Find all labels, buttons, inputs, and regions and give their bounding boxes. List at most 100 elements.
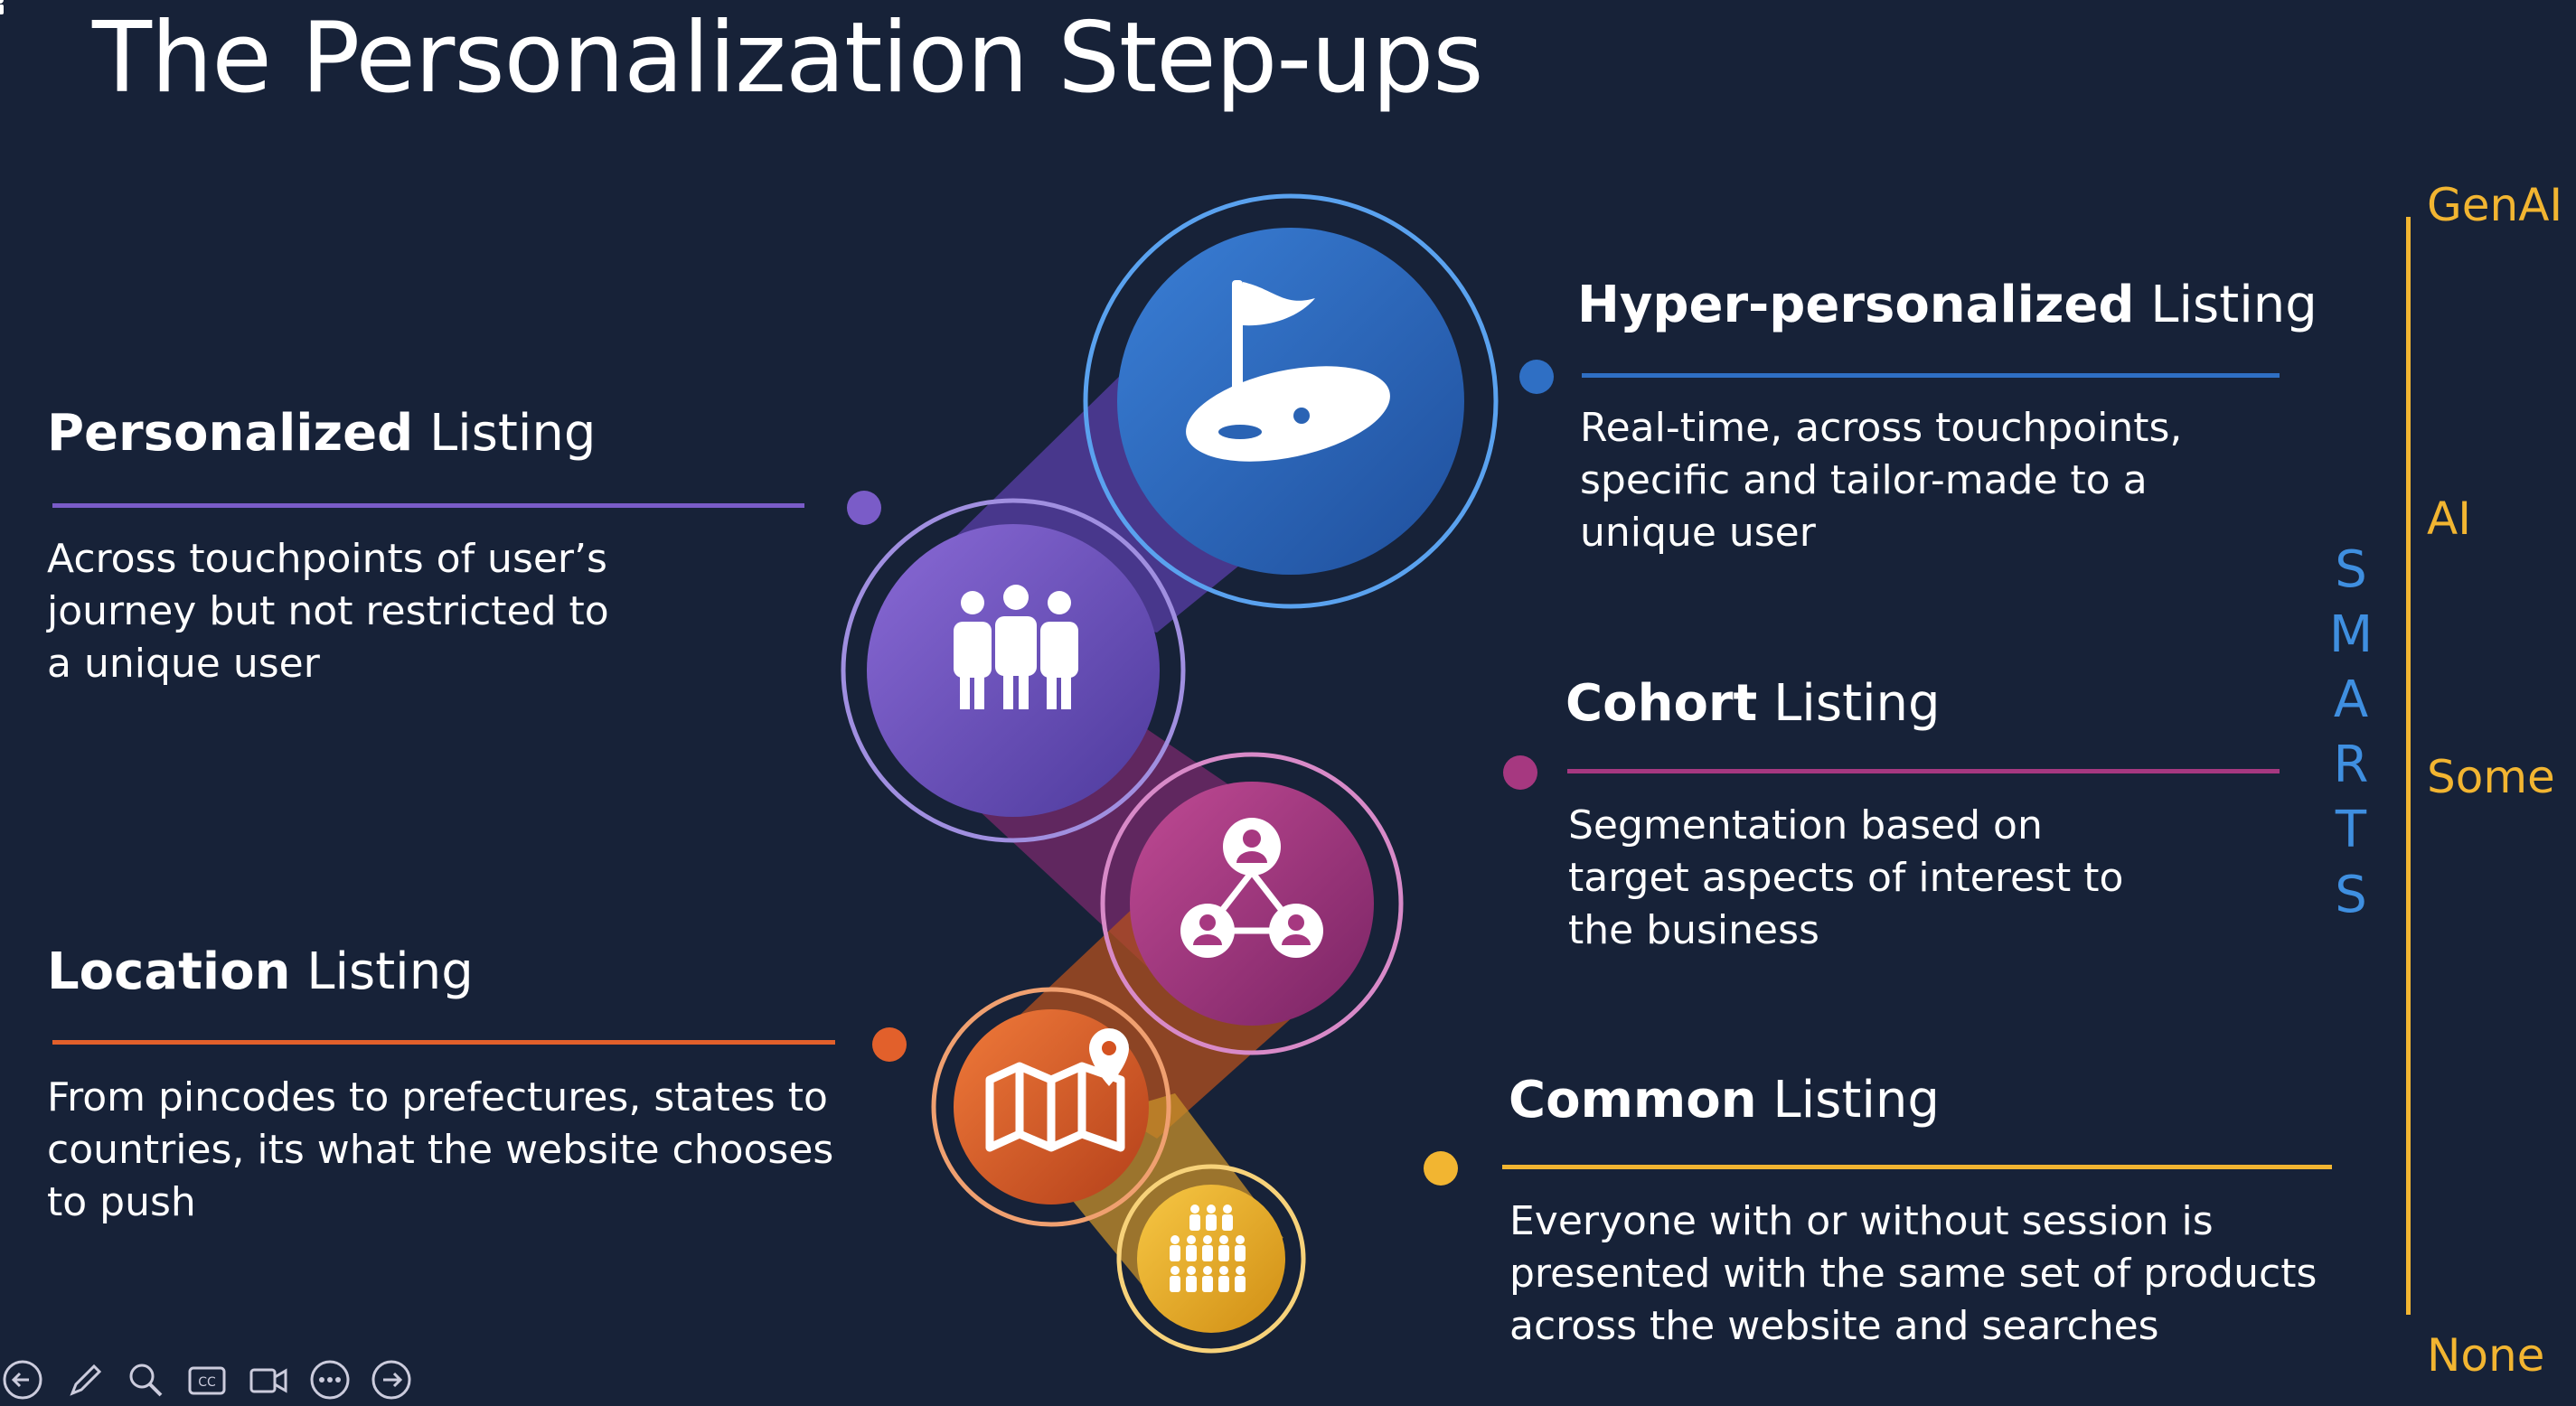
crowd-person-head [1187,1266,1196,1275]
rule-personalized [52,503,804,508]
crowd-person-body [1202,1276,1213,1292]
hyper-line-3: unique user [1580,510,1816,556]
personalized-description: Across touchpoints of user’s journey but… [47,533,609,690]
common-line-2: presented with the same set of products [1509,1251,2317,1297]
blue-ring [1083,193,1499,609]
crowd-person-head [1170,1266,1180,1275]
crowd-person-head [1219,1266,1228,1275]
common-description: Everyone with or without session is pres… [1509,1195,2317,1353]
crowd-person-body [1222,1214,1233,1231]
crowd-person-head [1236,1266,1245,1275]
crowd-person-body [1189,1214,1200,1231]
more-options-icon[interactable] [307,1357,353,1402]
personalized-heading-bold: Personalized [47,404,414,463]
location-line-3: to push [47,1179,196,1225]
cohort-heading-bold: Cohort [1565,674,1758,733]
crowd-person-head [1170,1235,1180,1244]
magnifier-icon[interactable] [123,1357,168,1402]
scale-label-none: None [2427,1329,2545,1382]
crowd-person-head [1203,1266,1212,1275]
rule-location [52,1040,835,1045]
crowd-person-body [1235,1276,1246,1292]
common-heading: Common Listing [1509,1069,1940,1132]
connected-users-network-icon [1180,818,1323,958]
personalized-heading-rest: Listing [413,404,597,463]
crowd-person-body [1218,1245,1229,1261]
hyper-description: Real-time, across touchpoints, specific … [1580,402,2182,559]
smarts-letter-t: T [2335,801,2367,859]
scale-axis-line [2406,217,2411,1315]
dot-hyper [1519,360,1554,394]
golf-flag-icon [1186,280,1390,462]
crowd-person-body [1218,1276,1229,1292]
orange-ring [931,987,1171,1227]
group-of-three-people-icon [954,585,1078,709]
forward-arrow-icon[interactable] [369,1357,414,1402]
rule-common [1502,1165,2332,1169]
crowd-person-body [1170,1276,1180,1292]
crowd-person-body [1206,1214,1217,1231]
cohort-line-3: the business [1568,907,1819,953]
personalized-line-3: a unique user [47,641,320,687]
cohort-line-1: Segmentation based on [1568,802,2043,848]
crowd-person-body [1235,1245,1246,1261]
crowd-figures [1170,1204,1246,1292]
scale-label-some: Some [2427,751,2555,803]
rule-cohort [1567,769,2280,773]
purple-ring [841,498,1186,843]
cohort-description: Segmentation based on target aspects of … [1568,800,2123,957]
crowd-person-head [1219,1235,1228,1244]
common-heading-bold: Common [1509,1071,1757,1129]
crowd-person-body [1186,1245,1197,1261]
scale-label-ai: AI [2427,492,2471,545]
personalized-line-2: journey but not restricted to [47,588,609,634]
location-heading: Location Listing [47,941,474,1004]
hyper-heading-rest: Listing [2134,276,2317,334]
crowd-person-head [1203,1235,1212,1244]
location-description: From pincodes to prefectures, states to … [47,1072,833,1229]
crowd-person-body [1186,1276,1197,1292]
crowd-person-head [1236,1235,1245,1244]
location-line-1: From pincodes to prefectures, states to [47,1074,828,1120]
crowd-person-head [1187,1235,1196,1244]
gold-ring [1116,1164,1306,1354]
video-camera-icon[interactable] [246,1357,291,1402]
location-heading-bold: Location [47,942,291,1001]
common-heading-rest: Listing [1756,1071,1940,1129]
cohort-heading: Cohort Listing [1565,672,1941,736]
smarts-letter-s2: S [2335,866,2367,924]
location-heading-rest: Listing [290,942,474,1001]
personalized-heading: Personalized Listing [47,402,596,465]
cohort-heading-rest: Listing [1757,674,1941,733]
smarts-letter-a: A [2333,670,2369,729]
pen-icon[interactable] [61,1357,107,1402]
smarts-letter-s1: S [2335,540,2367,599]
hyper-heading-bold: Hyper-personalized [1577,276,2135,334]
personalized-line-1: Across touchpoints of user’s [47,536,607,582]
dot-personalized [847,491,881,525]
crowd-of-people-icon [0,0,4,14]
crowd-person-head [1190,1204,1199,1214]
cohort-line-2: target aspects of interest to [1568,855,2124,901]
smarts-letter-m: M [2328,605,2374,664]
common-line-1: Everyone with or without session is [1509,1198,2214,1244]
page-title: The Personalization Step-ups [92,2,1484,115]
magenta-ring [1100,752,1404,1055]
crowd-person-body [1170,1245,1180,1261]
hyper-line-1: Real-time, across touchpoints, [1580,405,2183,451]
presentation-toolbar: CC [0,1354,414,1406]
smarts-vertical-label: S M A R T S [2319,538,2383,928]
hyper-heading: Hyper-personalized Listing [1577,274,2317,337]
crowd-person-head [1223,1204,1232,1214]
svg-text:CC: CC [198,1375,216,1390]
scale-label-genai: GenAI [2427,179,2563,231]
hyper-line-2: specific and tailor-made to a [1580,457,2148,503]
magenta-circle [1130,782,1374,1026]
smarts-letter-r: R [2333,736,2369,794]
dot-location [872,1027,907,1062]
back-arrow-icon[interactable] [0,1357,45,1402]
captions-icon[interactable]: CC [184,1357,230,1402]
dot-common [1424,1151,1458,1186]
map-with-pin-icon [985,1062,1125,1152]
